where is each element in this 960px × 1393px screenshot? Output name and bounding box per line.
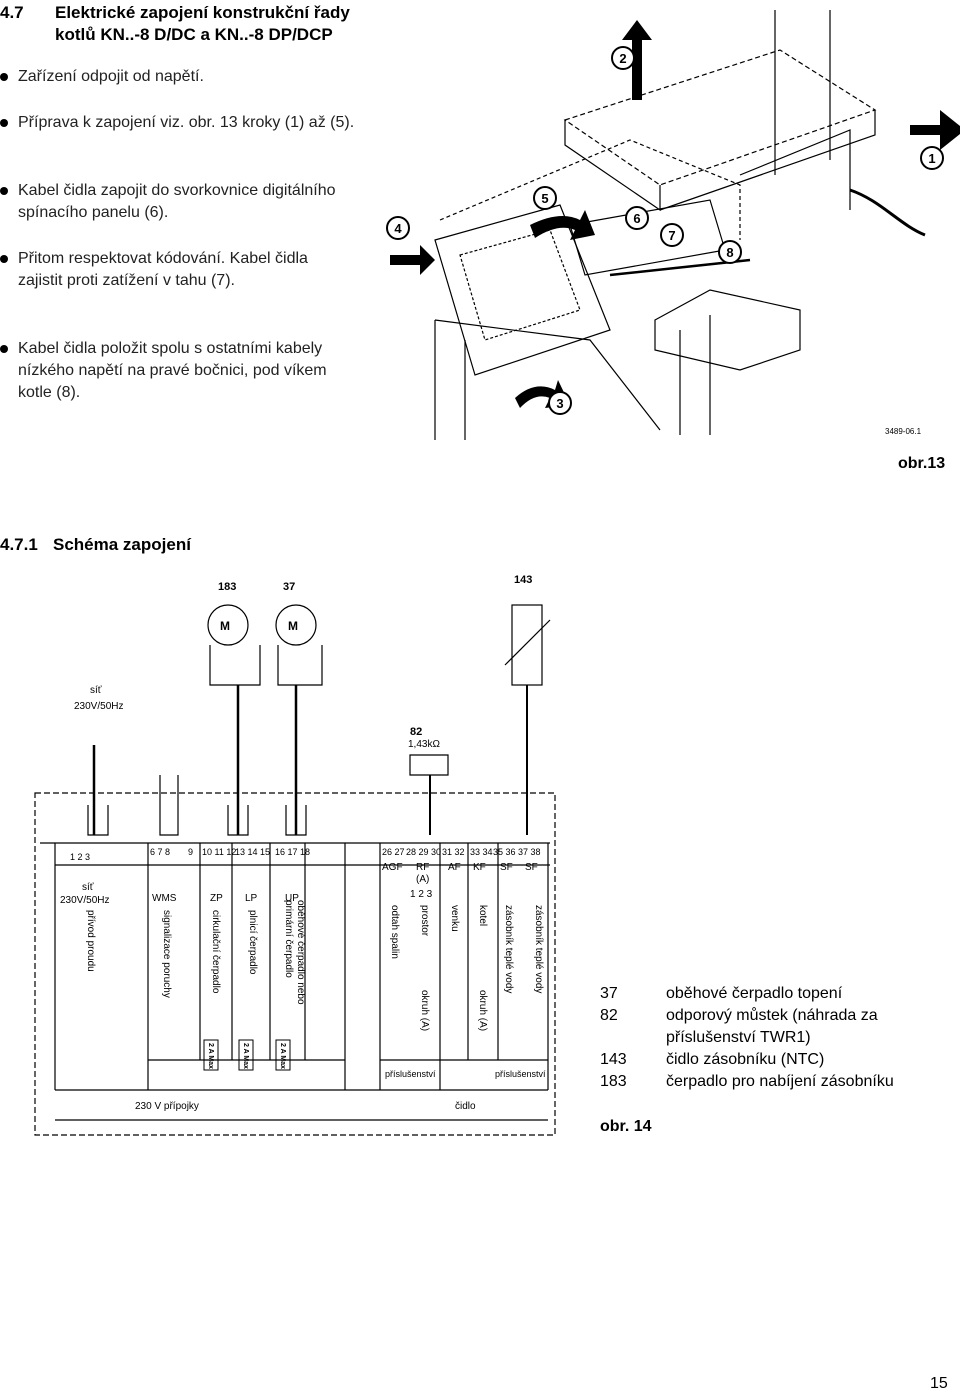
- function-circulation-pump: cirkulační čerpadlo: [210, 910, 221, 994]
- code-up: UP: [285, 893, 299, 904]
- subsection-number: 4.7.1: [0, 535, 38, 554]
- section-title: Elektrické zapojení konstrukční řady kot…: [55, 3, 350, 44]
- legend-text: odporový můstek (náhrada za příslušenstv…: [666, 1007, 878, 1046]
- step-8-label: 8: [726, 245, 733, 260]
- section-number: 4.7: [0, 3, 24, 22]
- code-net: síť: [82, 882, 94, 893]
- step-4-label: 4: [394, 221, 402, 236]
- code-agf: AGF: [382, 862, 403, 873]
- label-82: 82: [410, 726, 422, 738]
- terminal-9: 9: [188, 847, 193, 857]
- terminals-26-27: 26 27: [382, 847, 405, 857]
- legend-item: 37 oběhové čerpadlo topení: [600, 983, 960, 1005]
- bullet-text: Zařízení odpojit od napětí.: [18, 68, 204, 85]
- step-2-label: 2: [619, 51, 626, 66]
- label-resistance: 1,43kΩ: [408, 739, 440, 750]
- legend-number: 183: [600, 1073, 627, 1090]
- subsection-title: Schéma zapojení: [53, 535, 191, 554]
- code-sf-2: SF: [525, 862, 538, 873]
- label-143: 143: [514, 574, 532, 586]
- bullet-text: Kabel čidla zapojit do svorkovnice digit…: [18, 182, 336, 221]
- svg-text:M: M: [288, 619, 298, 633]
- legend-number: 143: [600, 1051, 627, 1068]
- group-sensor: čidlo: [455, 1101, 476, 1112]
- bullet-item: Kabel čidla položit spolu s ostatními ka…: [0, 338, 338, 404]
- function-cylinder-2: zásobník teplé vody: [533, 905, 544, 993]
- code-rf-a: (A): [416, 874, 429, 885]
- mains-label: síť: [90, 685, 102, 696]
- terminals-33-34: 33 34: [470, 847, 493, 857]
- wiring-diagram: 183 37 143 82 1,43kΩ M M síť 230V/50Hz 1…: [34, 574, 556, 1136]
- code-net-voltage: 230V/50Hz: [60, 895, 109, 906]
- terminals-1-3: 1 2 3: [70, 852, 90, 862]
- figure13-caption: obr.13: [898, 455, 946, 472]
- legend-item: 143 čidlo zásobníku (NTC): [600, 1049, 960, 1071]
- function-charge-pump: plnicí čerpadlo: [247, 910, 258, 975]
- figure-code: 3489-06.1: [885, 427, 922, 436]
- function-boiler-circuit: okruh (A): [477, 990, 488, 1031]
- mains-voltage: 230V/50Hz: [74, 701, 123, 712]
- legend-text: oběhové čerpadlo topení: [666, 985, 843, 1002]
- function-circulation-or: oběhové čerpadlo nebo: [295, 900, 306, 1005]
- legend-number: 37: [600, 985, 618, 1002]
- legend-item: 82 odporový můstek (náhrada za příslušen…: [600, 1005, 960, 1049]
- label-183: 183: [218, 581, 236, 593]
- step-6-label: 6: [633, 211, 640, 226]
- terminals-37-38: 37 38: [518, 847, 541, 857]
- code-zp: ZP: [210, 893, 223, 904]
- terminals-28-30: 28 29 30: [406, 847, 441, 857]
- function-power-supply: přívod proudu: [85, 910, 96, 972]
- code-lp: LP: [245, 893, 258, 904]
- terminals-31-32: 31 32: [442, 847, 465, 857]
- function-primary-pump: primární čerpadlo: [283, 900, 294, 978]
- label-37: 37: [283, 581, 295, 593]
- bullet-text: Příprava k zapojení viz. obr. 13 kroky (…: [18, 114, 355, 131]
- bullet-text: Přitom respektovat kódování. Kabel čidla…: [18, 250, 308, 289]
- bullet-text: Kabel čidla položit spolu s ostatními ka…: [18, 340, 327, 401]
- boiler-installation-illustration: 2 1 3 4 5 6 7 8 3489-06.1: [386, 10, 960, 440]
- bullet-item: Kabel čidla zapojit do svorkovnice digit…: [0, 180, 338, 224]
- step-3-label: 3: [556, 396, 563, 411]
- terminals-35-36: 35 36: [493, 847, 516, 857]
- terminals-10-12: 10 11 12: [202, 847, 236, 857]
- fuse-lp: 2 A Max: [242, 1043, 249, 1069]
- function-outside: venku: [449, 905, 460, 932]
- legend-number: 82: [600, 1007, 618, 1024]
- legend-item: 183 čerpadlo pro nabíjení zásobníku: [600, 1071, 960, 1093]
- step-1-label: 1: [928, 151, 935, 166]
- bullet-item: Přitom respektovat kódování. Kabel čidla…: [0, 248, 318, 292]
- terminals-13-15: 13 14 15: [235, 847, 270, 857]
- step-5-label: 5: [541, 191, 548, 206]
- bullet-item: Příprava k zapojení viz. obr. 13 kroky (…: [0, 112, 378, 134]
- group-230v: 230 V přípojky: [135, 1101, 199, 1112]
- svg-text:M: M: [220, 619, 230, 633]
- function-room-circuit: okruh (A): [419, 990, 430, 1031]
- figure14-caption: obr. 14: [600, 1118, 652, 1135]
- bullet-item: Zařízení odpojit od napětí.: [0, 66, 378, 88]
- code-af: AF: [448, 862, 461, 873]
- terminals-6-8: 6 7 8: [150, 847, 170, 857]
- function-boiler: kotel: [477, 905, 488, 926]
- accessory-label-1: příslušenství: [385, 1069, 436, 1079]
- step-7-label: 7: [668, 228, 675, 243]
- fuse-up: 2 A Max: [279, 1043, 286, 1069]
- code-wms: WMS: [152, 893, 177, 904]
- legend-text: čerpadlo pro nabíjení zásobníku: [666, 1073, 894, 1090]
- page-number: 15: [930, 1375, 948, 1392]
- terminals-16-18: 16 17 18: [275, 847, 310, 857]
- function-flue: odtah spalin: [389, 905, 400, 959]
- accessory-label-2: příslušenství: [495, 1069, 546, 1079]
- code-kf: KF: [473, 862, 486, 873]
- fuse-zp: 2 A Max: [207, 1043, 214, 1069]
- code-sf-1: SF: [500, 862, 513, 873]
- code-rf: RF: [416, 862, 429, 873]
- legend-text: čidlo zásobníku (NTC): [666, 1051, 825, 1068]
- code-rf-123: 1 2 3: [410, 889, 433, 900]
- function-fault-signal: signalizace poruchy: [161, 910, 172, 998]
- function-room: prostor: [419, 905, 430, 937]
- function-cylinder-1: zásobník teplé vody: [503, 905, 514, 993]
